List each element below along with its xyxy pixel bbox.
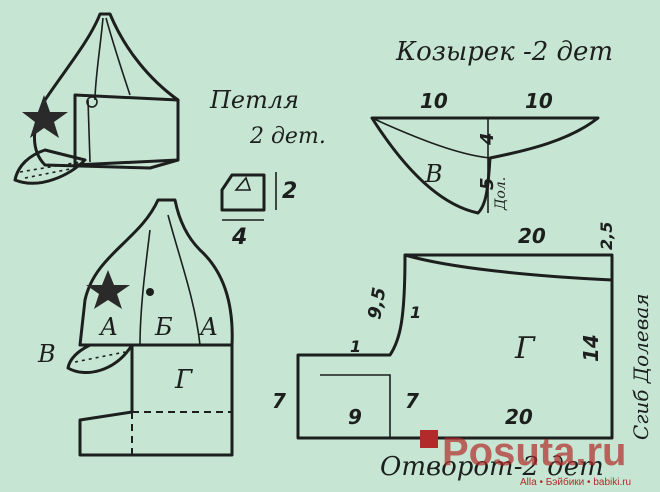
watermark-brand: Posuta.ru xyxy=(442,430,626,474)
letter-g-hat: Г xyxy=(174,365,193,395)
cuff-dim-bottom: 20 xyxy=(505,405,533,429)
cuff-dim-corner: 2,5 xyxy=(597,222,616,250)
cuff-dim-one: 1 xyxy=(350,337,361,356)
loop-pattern xyxy=(220,172,277,221)
letter-a-left: А xyxy=(98,313,118,341)
loop-title: Петля xyxy=(209,86,299,114)
letter-v-hat: В xyxy=(37,340,56,368)
loop-dim-width: 4 xyxy=(231,225,247,250)
fold-label: Сгиб Долевая xyxy=(629,293,653,440)
visor-dim-left: 10 xyxy=(420,89,448,113)
cuff-dim-left: 7 xyxy=(272,389,286,413)
cuff-pattern xyxy=(296,253,614,440)
visor-dim-upper: 4 xyxy=(477,132,498,146)
letter-g-cuff: Г xyxy=(514,331,536,366)
watermark-credit: Alla • Бэйбики • babiki.ru xyxy=(520,476,631,488)
letter-b: Б xyxy=(154,313,173,341)
watermark: Posuta.ru Alla • Бэйбики • babiki.ru xyxy=(420,430,631,488)
cuff-dim-diag: 9,5 xyxy=(364,286,390,321)
letter-a-right: А xyxy=(198,313,218,341)
visor-pattern xyxy=(370,116,600,215)
watermark-logo-icon xyxy=(420,430,438,448)
cuff-dim-notch: 1 xyxy=(410,303,421,322)
visor-dim-lower: 5 xyxy=(477,177,498,190)
cuff-dim-top: 20 xyxy=(518,224,546,248)
letter-v-visor: В xyxy=(424,160,443,188)
hat-pattern xyxy=(66,198,234,457)
loop-count: 2 дет. xyxy=(249,124,326,149)
visor-title: Козырек -2 дет xyxy=(395,37,613,67)
cuff-dim-side: 14 xyxy=(579,334,603,362)
helmet-sketch xyxy=(13,12,180,185)
fold-small-label: Дол. xyxy=(493,177,509,211)
visor-dim-right: 10 xyxy=(525,89,553,113)
cuff-dim-nine: 9 xyxy=(348,405,362,429)
loop-dim-height: 2 xyxy=(282,179,297,204)
cuff-dim-inner: 7 xyxy=(405,389,419,413)
cuff-title: Отворот-2 дет xyxy=(380,452,604,482)
